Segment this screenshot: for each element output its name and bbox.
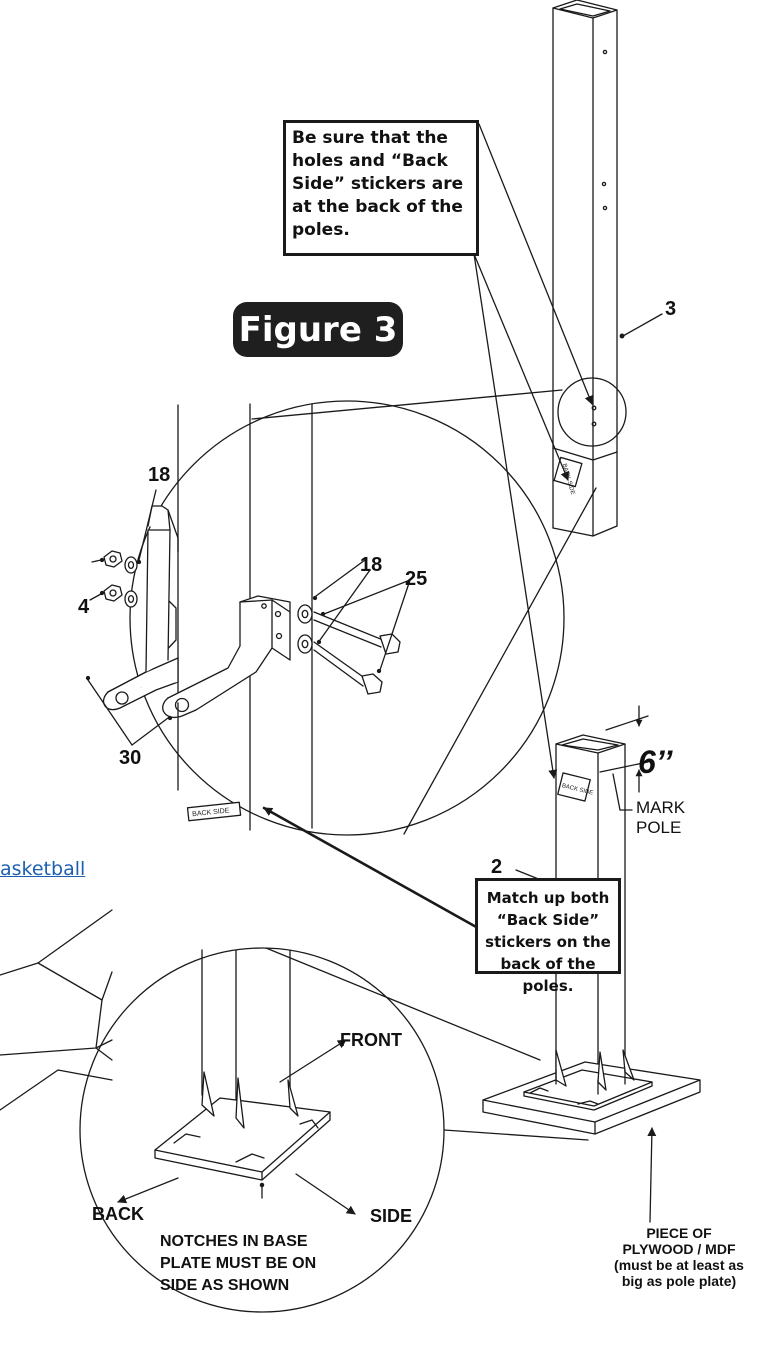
- part-label-upper-pole: 3: [665, 298, 677, 320]
- figure-title: Figure 3: [233, 302, 403, 357]
- detail-circle-base: [79, 947, 589, 1313]
- detail-circle-bracket: BACK SIDE: [85, 377, 627, 836]
- direction-back-label: BACK: [92, 1204, 144, 1224]
- direction-side-label: SIDE: [370, 1206, 413, 1226]
- upper-pole: BACK SIDE: [552, 0, 663, 537]
- notches-note-line-2: PLATE MUST BE ON: [160, 1255, 317, 1272]
- mark-pole-line-2: POLE: [636, 818, 682, 837]
- mark-pole-line-1: MARK: [636, 798, 686, 817]
- plywood-note-line-4: big as pole plate): [621, 1273, 737, 1289]
- direction-arrows: [117, 1039, 657, 1223]
- callout-top-arrows: [473, 123, 594, 779]
- callout-holes-note: Be sure that the holes and “Back Side” s…: [283, 120, 479, 256]
- notches-note-line-1: NOTCHES IN BASE: [160, 1233, 308, 1250]
- plywood-note-line-3: (must be at least as: [614, 1257, 744, 1273]
- plywood-note-line-1: PIECE OF: [646, 1225, 712, 1241]
- link-fragment[interactable]: asketball: [0, 858, 86, 880]
- notches-note-line-3: SIDE AS SHOWN: [160, 1277, 290, 1294]
- part-label-lower-pole: 2: [491, 856, 503, 878]
- base-plate: [482, 1049, 701, 1135]
- dimension-6in: [599, 705, 649, 811]
- callout-bottom-arrow: [262, 806, 480, 930]
- part-label-bolt: 25: [405, 568, 428, 590]
- direction-front-label: FRONT: [340, 1030, 402, 1050]
- plywood-note-line-2: PLYWOOD / MDF: [622, 1241, 736, 1257]
- svg-text:BACK SIDE: BACK SIDE: [192, 807, 230, 818]
- part-label-washer-left: 18: [148, 464, 171, 486]
- partial-pole-sketch: [0, 909, 113, 1111]
- part-label-washer-right: 18: [360, 554, 383, 576]
- dimension-label: 6’’: [638, 744, 673, 780]
- callout-stickers-note: Match up both “Back Side” stickers on th…: [475, 878, 621, 995]
- part-label-bracket: 30: [119, 747, 142, 769]
- plywood-note: PIECE OF PLYWOOD / MDF (must be at least…: [596, 1225, 762, 1289]
- part-label-nut: 4: [78, 596, 90, 618]
- notches-note: NOTCHES IN BASE PLATE MUST BE ON SIDE AS…: [160, 1231, 316, 1297]
